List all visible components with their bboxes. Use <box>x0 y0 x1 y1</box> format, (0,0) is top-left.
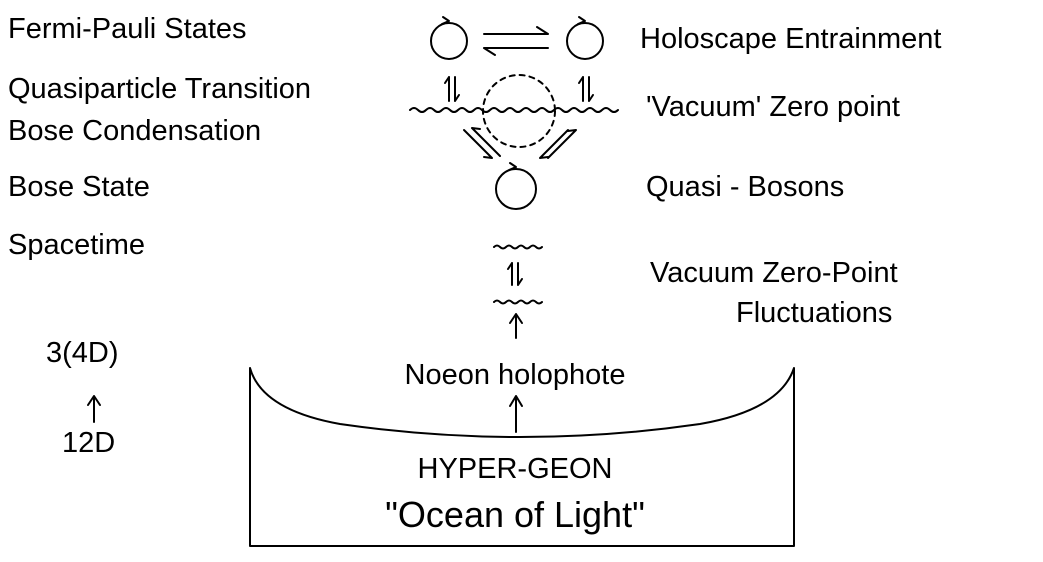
label-dimension-3-4d: 3(4D) <box>46 337 119 369</box>
vacuum-wave-line <box>409 107 619 113</box>
exchange-arrows-icon <box>483 26 549 56</box>
label-fermi-pauli-states: Fermi-Pauli States <box>8 13 247 45</box>
spin-arrow-right-icon <box>577 16 586 25</box>
diagonal-arrows-left-icon <box>463 127 501 159</box>
label-vacuum-zero-point-fluctuations-2: Fluctuations <box>736 297 893 329</box>
arrow-up-fluctuations-icon <box>509 313 523 339</box>
label-dimension-12d: 12D <box>62 427 116 459</box>
spin-arrow-left-icon <box>441 16 450 25</box>
arrow-up-dimension-icon <box>87 395 101 423</box>
label-bose-condensation: Bose Condensation <box>8 115 262 147</box>
label-ocean-of-light: "Ocean of Light" <box>385 494 645 535</box>
label-holoscape-entrainment: Holoscape Entrainment <box>640 23 942 55</box>
fermion-circle-right <box>566 22 604 60</box>
label-spacetime: Spacetime <box>8 229 146 261</box>
label-vacuum-zero-point-fluctuations-1: Vacuum Zero-Point <box>650 257 898 289</box>
up-down-arrows-left-icon <box>444 76 460 102</box>
spacetime-wave-line <box>493 244 543 250</box>
hypergeon-vessel <box>249 367 795 547</box>
diagonal-arrows-right-icon <box>539 129 577 159</box>
label-hyper-geon: HYPER-GEON <box>417 453 613 485</box>
bose-state-circle <box>495 168 537 210</box>
fluctuation-wave-line <box>493 299 543 305</box>
up-down-arrows-right-icon <box>578 76 594 102</box>
label-noeon-holophote: Noeon holophote <box>404 359 626 391</box>
label-quasiparticle-transition: Quasiparticle Transition <box>8 73 312 105</box>
virtual-circle-dashed <box>482 74 556 148</box>
spin-arrow-bose-icon <box>508 162 517 171</box>
label-bose-state: Bose State <box>8 171 150 203</box>
label-quasi-bosons: Quasi - Bosons <box>646 171 845 203</box>
arrow-up-noeon-icon <box>509 395 523 433</box>
fermion-circle-left <box>430 22 468 60</box>
label-vacuum-zero-point: 'Vacuum' Zero point <box>646 91 900 123</box>
up-down-arrows-center-icon <box>507 262 523 286</box>
